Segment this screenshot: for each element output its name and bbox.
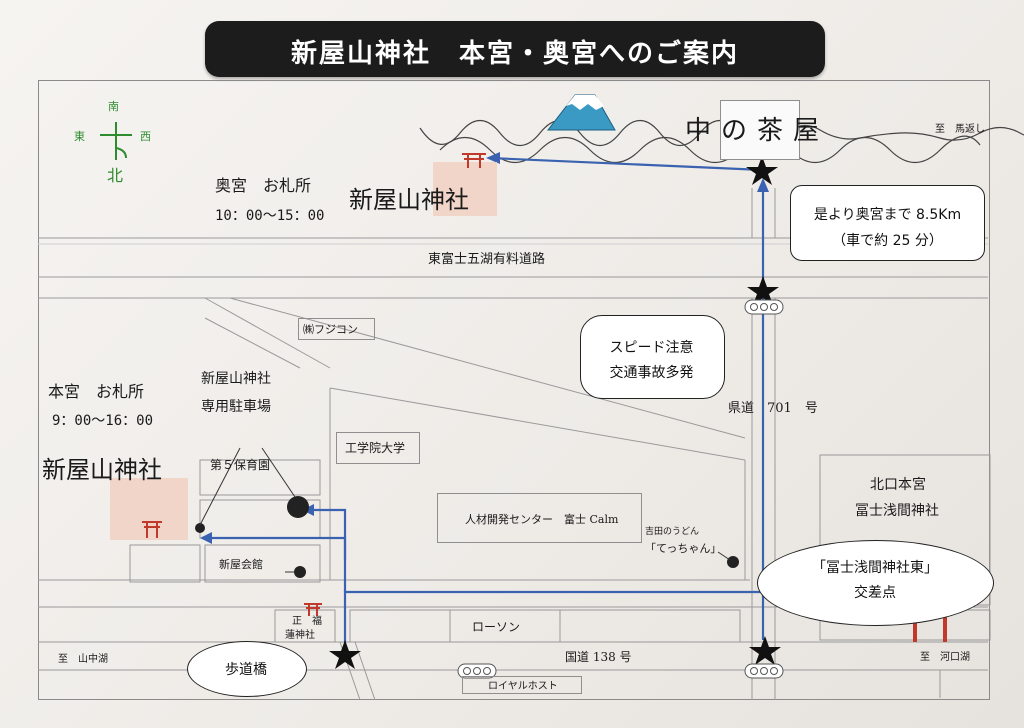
star-footbridge: [329, 640, 361, 669]
speed-warning-callout: [580, 315, 725, 399]
compass-cross-icon: [100, 122, 132, 160]
hokuguchi-line1: 北口本宮: [870, 477, 926, 493]
footbridge-callout: [187, 641, 307, 697]
point-markers: [195, 496, 739, 578]
to-umagaeshi-label: 至 馬返し: [935, 124, 985, 135]
route-lines: [202, 156, 765, 645]
okumiya-hours-label: 10：00〜15：00: [215, 208, 325, 224]
distance-callout: [790, 185, 985, 261]
small-shrine-line1: 正 福: [292, 616, 322, 627]
hokuguchi-line2: 冨士浅間神社: [855, 503, 939, 519]
star-intersection: [749, 636, 781, 665]
star-toll-junction: [747, 276, 779, 305]
local-roads: [38, 188, 988, 701]
to-kawaguchiko-label: 至 河口湖: [920, 652, 970, 663]
hongu-hours-label: 9：00〜16：00: [52, 413, 154, 429]
speed-warning-line1: スピード注意: [609, 340, 694, 356]
kaikan-label: 新屋会館: [219, 558, 263, 571]
compass-east-label: 東: [74, 130, 85, 143]
toll-road-label: 東富士五湖有料道路: [428, 252, 546, 267]
udon-line1: 吉田のうどん: [645, 527, 700, 537]
torii-icon: [142, 153, 486, 616]
hongu-name-label: 新屋山神社: [42, 456, 162, 484]
compass-north-label: 北: [107, 166, 124, 185]
okumiya-lot: [433, 162, 497, 216]
building-outlines: [129, 454, 991, 643]
small-shrine-line2: 蓮神社: [285, 630, 315, 641]
royal-host-label: ロイヤルホスト: [488, 681, 558, 692]
mount-fuji-icon: [546, 94, 616, 131]
parking-line1: 新屋山神社: [201, 371, 271, 387]
fujicon-label: ㈱フジコン: [303, 323, 358, 336]
parking-line2: 専用駐車場: [201, 399, 271, 415]
traffic-signal-icons: [457, 299, 784, 679]
distance-line1: 是より奥宮まで 8.5Km: [813, 207, 962, 223]
compass-south-label: 南: [108, 100, 119, 113]
okumiya-office-label: 奥宮 お札所: [215, 176, 312, 195]
pref-road-label: 県道 701 号: [728, 401, 818, 416]
title-banner: 新屋山神社 本宮・奥宮へのご案内: [205, 21, 825, 77]
footbridge-label: 歩道橋: [225, 662, 267, 678]
map-frame: [38, 80, 990, 700]
okumiya-name-label: 新屋山神社: [349, 186, 469, 214]
pointer-lines: [199, 447, 731, 573]
nakanochaya-box: [720, 100, 800, 160]
lawson-label: ローソン: [472, 620, 521, 634]
star-markers: [329, 156, 781, 669]
intersection-line2: 交差点: [854, 585, 896, 601]
star-nakanochaya: [746, 156, 778, 185]
hongu-lot: [110, 478, 188, 540]
intersection-line1: 「冨士浅間神社東」: [812, 560, 938, 576]
intersection-callout: [757, 540, 994, 626]
to-yamanakako-label: 至 山中湖: [58, 654, 108, 665]
page-title: 新屋山神社 本宮・奥宮へのご案内: [290, 39, 739, 69]
hongu-office-label: 本宮 お札所: [48, 382, 145, 401]
fujicon-box: [298, 318, 375, 340]
jinzai-label: 人材開発センター 富士 Calm: [465, 513, 619, 526]
nursery-label: 第５保育園: [210, 458, 271, 472]
compass-west-label: 西: [140, 130, 151, 143]
jinzai-box: [437, 493, 642, 543]
udon-line2: 「てっちゃん」: [645, 542, 722, 555]
route-138-label: 国道 138 号: [565, 650, 632, 664]
speed-warning-line2: 交通事故多発: [609, 365, 694, 381]
nakanochaya-label: 中の茶屋: [685, 116, 830, 146]
kogakuin-label: 工学院大学: [345, 441, 406, 455]
kogakuin-box: [336, 432, 420, 464]
royal-host-box: [462, 676, 582, 694]
distance-line2: （車で約 25 分）: [832, 233, 943, 249]
